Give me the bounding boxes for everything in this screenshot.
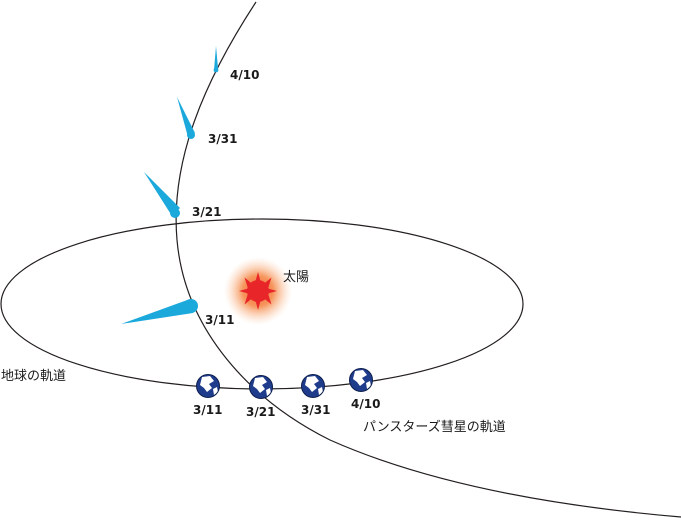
comet-date-label: 3/31	[208, 132, 237, 146]
earth-icon	[249, 375, 273, 399]
earth-date-label: 3/11	[193, 403, 222, 417]
sun-label: 太陽	[283, 270, 309, 285]
comet-date-label: 3/11	[205, 313, 234, 327]
earth-icon	[196, 374, 220, 398]
comet-marker	[213, 46, 219, 73]
comet-orbit-label: パンスターズ彗星の軌道	[363, 419, 506, 435]
comet-orbit	[175, 1, 681, 518]
earth-date-label: 4/10	[351, 397, 380, 411]
earth-date-label: 3/31	[301, 403, 330, 417]
comet-marker	[121, 299, 198, 324]
comet-marker	[177, 97, 195, 139]
comet-marker	[144, 172, 180, 218]
comet-date-label: 4/10	[230, 68, 259, 82]
sun	[224, 257, 292, 325]
earth-orbit-label: 地球の軌道	[1, 368, 66, 384]
earth-icon	[301, 374, 325, 398]
earth-date-label: 3/21	[246, 405, 275, 419]
comet-date-label: 3/21	[192, 205, 221, 219]
earth-icon	[349, 368, 373, 392]
